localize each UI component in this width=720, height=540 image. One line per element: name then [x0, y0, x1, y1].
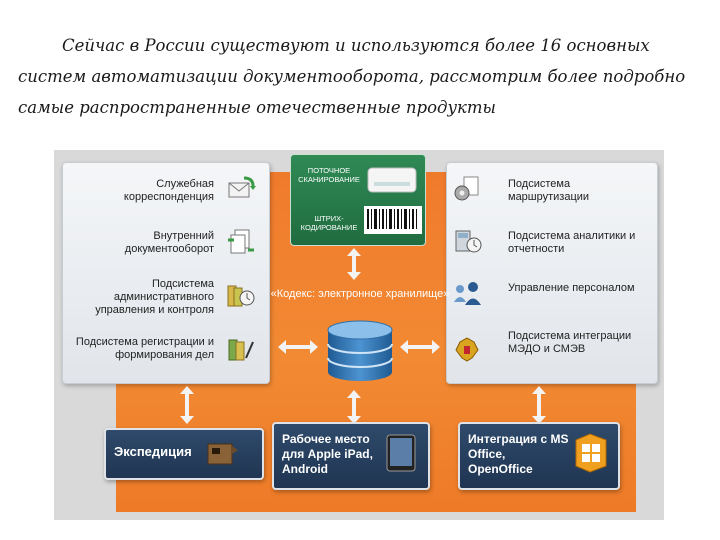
barcode-label: ШТРИХ-КОДИРОВАНИЕ — [300, 214, 358, 232]
storage-label: «Кодекс: электронное хранилище» — [270, 288, 450, 300]
barcode-icon — [364, 206, 422, 234]
right-panel — [446, 162, 658, 384]
arrow-up-down-icon — [180, 386, 194, 424]
left-item-label: Подсистема регистрации и формирования де… — [75, 336, 214, 361]
envelope-arrows-icon — [228, 176, 256, 198]
right-item-label: Управление персоналом — [508, 282, 635, 294]
left-item-label: Внутренний документооборот — [124, 230, 214, 255]
left-item-label: Служебная корреспонденция — [123, 178, 214, 203]
folders-clock-icon — [227, 285, 255, 307]
scanner-icon — [367, 167, 417, 193]
arrow-up-down-icon — [532, 386, 546, 424]
scan-label: ПОТОЧНОЕ СКАНИРОВАНИЕ — [298, 166, 360, 184]
intro-text: Сейчас в России существуют и используютс… — [18, 36, 686, 117]
left-item-label: Подсистема административного управления … — [95, 278, 214, 316]
arrow-up-down-icon — [347, 390, 361, 424]
arrow-left-right-icon — [278, 340, 318, 354]
bottom-box-label: Рабочее место для Apple iPad, Android — [282, 432, 373, 476]
folders-pen-icon — [228, 339, 254, 361]
people-icon — [454, 282, 481, 305]
bottom-box — [104, 428, 264, 480]
gears-documents-icon — [454, 176, 479, 201]
architecture-diagram: Служебная корреспонденция Внутренний док… — [54, 150, 664, 520]
coat-of-arms-icon — [455, 337, 479, 362]
bottom-box-label: Интеграция с MS Office, OpenOffice — [468, 432, 569, 476]
arrow-left-right-icon — [400, 340, 440, 354]
right-item-label: Подсистема маршрутизации — [508, 178, 590, 203]
bottom-box-label: Экспедиция — [114, 444, 192, 459]
database-icon — [327, 320, 393, 381]
right-item-label: Подсистема аналитики и отчетности — [508, 230, 636, 255]
tablet-icon — [386, 434, 416, 472]
right-item-label: Подсистема интеграции МЭДО и СМЭВ — [508, 330, 632, 355]
office-logo-icon — [575, 433, 607, 473]
arrow-up-down-icon — [347, 248, 361, 280]
documents-arrows-icon — [228, 229, 254, 254]
calculator-clock-icon — [455, 230, 482, 253]
mailbox-icon — [207, 443, 238, 465]
